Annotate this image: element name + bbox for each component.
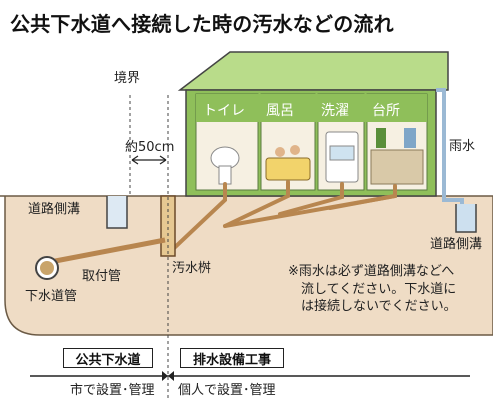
- rainwater-label: 雨水: [449, 139, 476, 154]
- sewage-basin-label: 汚水桝: [172, 261, 212, 276]
- distance-label: 約50cm: [125, 140, 175, 155]
- note-line: ※雨水は必ず道路側溝などへ: [288, 264, 455, 279]
- intake-pipe-label: 取付管: [82, 269, 122, 284]
- note-line: 流してください。下水道に: [301, 281, 457, 297]
- house-roof: [177, 51, 449, 91]
- boundary-marker: [162, 371, 168, 381]
- public-sewer-box: 公共下水道: [63, 348, 153, 368]
- room-label-bath: 風呂: [266, 103, 294, 119]
- city-managed-label: 市で設置･管理: [70, 383, 155, 398]
- bathtub-fixture: [265, 157, 311, 181]
- ground-soil: [0, 195, 493, 336]
- rainwater-note: ※雨水は必ず道路側溝などへ 流してください。下水道に は接続しないでください。: [288, 263, 457, 316]
- room-label-toilet: トイレ: [203, 103, 245, 119]
- private-managed-label: 個人で設置･管理: [178, 383, 276, 398]
- house-drain-pipes: [170, 180, 397, 252]
- room-label-laundry: 洗濯: [321, 103, 349, 119]
- road-ditch-left-label: 道路側溝: [28, 202, 81, 217]
- distance-arrow: [131, 155, 167, 165]
- note-line: は接続しないでください。: [301, 299, 457, 315]
- kitchen-counter: [370, 149, 424, 185]
- sewer-pipe-label: 下水道管: [25, 289, 78, 304]
- road-ditch-right-label: 道路側溝: [430, 237, 483, 252]
- diagram-title: 公共下水道へ接続した時の汚水などの流れ: [10, 12, 394, 36]
- intake-pipe-shape: [49, 237, 166, 265]
- boundary-label: 境界: [114, 71, 141, 86]
- drainage-work-box: 排水設備工事: [180, 348, 284, 368]
- road-ditch-right: [455, 204, 477, 233]
- room-label-kitchen: 台所: [372, 103, 400, 119]
- road-ditch-left: [106, 196, 128, 229]
